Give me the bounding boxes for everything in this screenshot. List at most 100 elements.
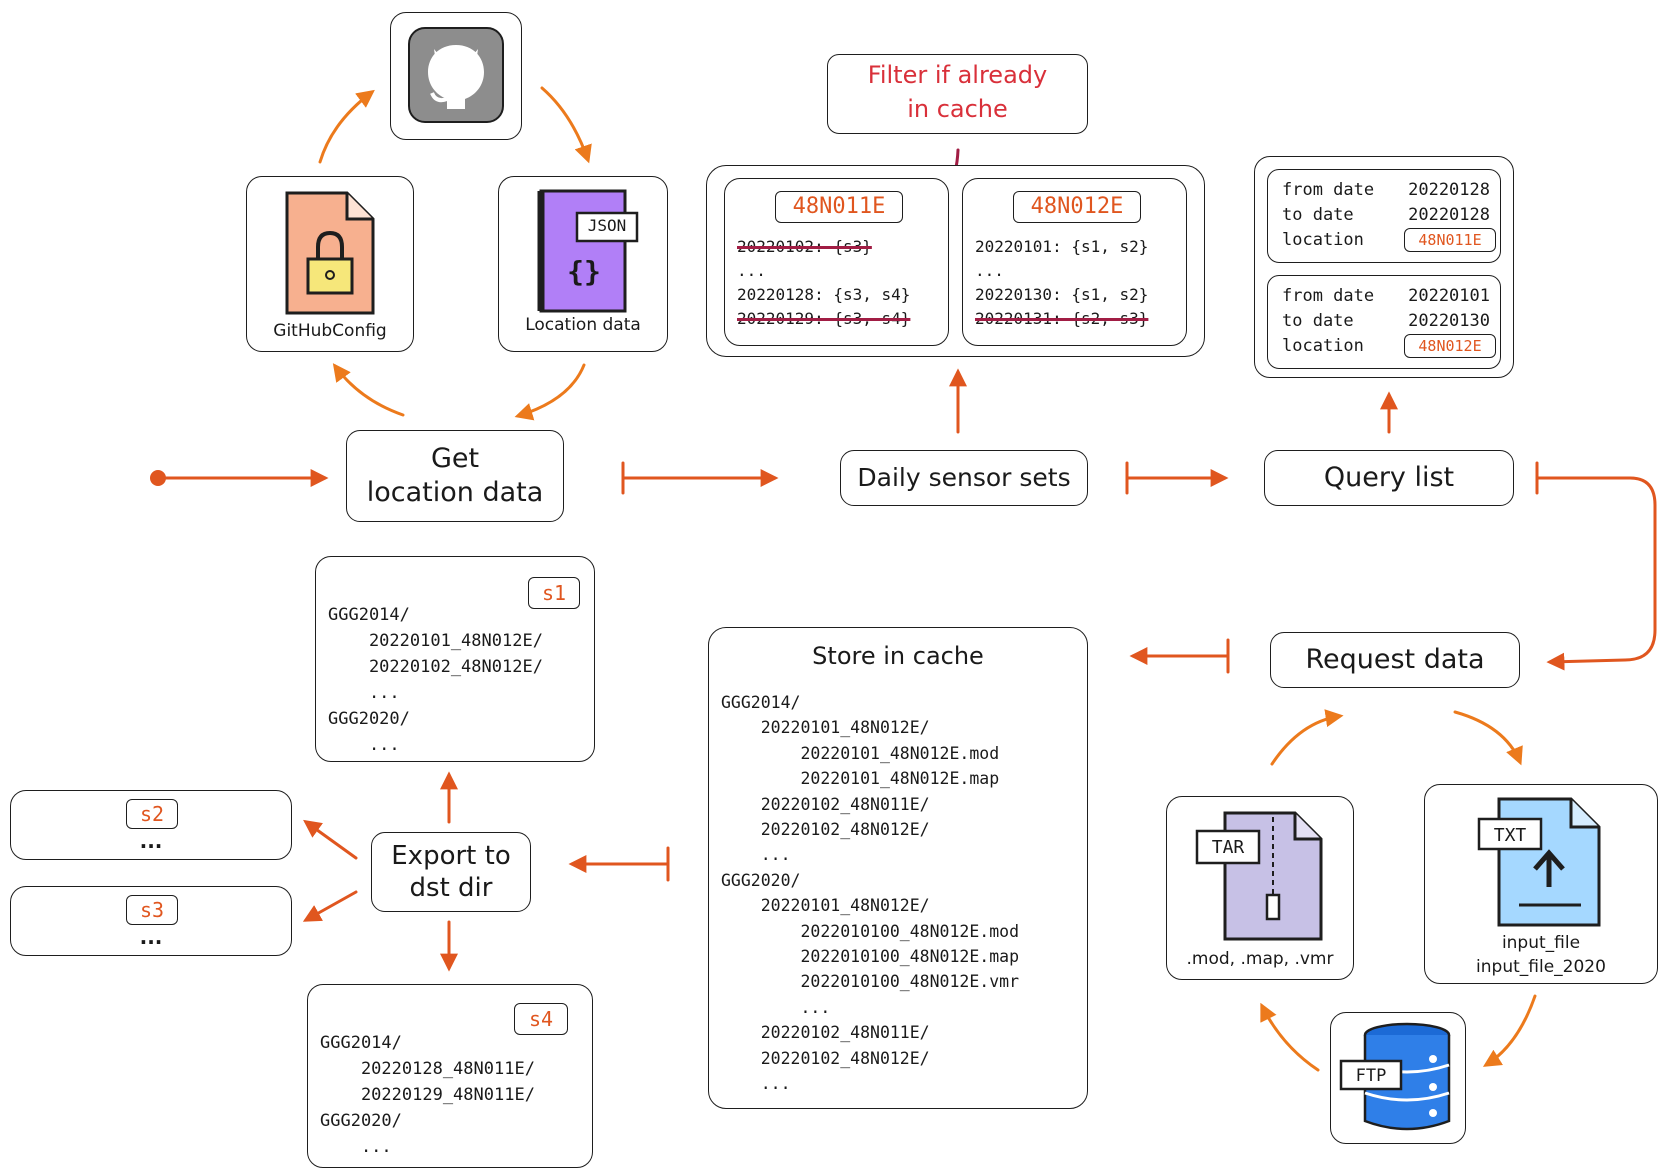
query-from-row: from date 20220128 xyxy=(1282,180,1490,204)
get-location-line-2: location data xyxy=(366,477,544,508)
location-data-label: Location data xyxy=(525,315,641,335)
query-to-value: 20220128 xyxy=(1408,205,1490,225)
sensor-set-line: 20220131: {s2, s3} xyxy=(975,309,1149,328)
query-card: from date 20220101 to date 20220130 loca… xyxy=(1267,275,1501,369)
query-location-tag: 48N011E xyxy=(1404,228,1496,252)
cache-tree-line: ... xyxy=(721,845,791,865)
cache-tree-line: 2022010100_48N012E.mod xyxy=(721,921,1020,941)
query-from-value: 20220128 xyxy=(1408,180,1490,200)
query-to-value: 20220130 xyxy=(1408,311,1490,331)
store-in-cache-title: Store in cache xyxy=(812,642,984,670)
cache-tree-line: 20220102_48N012E/ xyxy=(721,820,930,840)
export-s1-box: s1 GGG2014/ 20220101_48N012E/ 20220102_4… xyxy=(315,556,595,762)
export-s1-line: GGG2020/ xyxy=(328,709,410,729)
query-location-label: location xyxy=(1282,230,1364,250)
daily-sensor-sets-label: Daily sensor sets xyxy=(857,463,1071,492)
cache-tree-line: 20220101_48N012E.map xyxy=(721,769,1000,789)
github-config-box: GitHubConfig xyxy=(246,176,414,352)
sensor-set-line: ... xyxy=(737,261,766,280)
query-location-label: location xyxy=(1282,336,1364,356)
github-config-label: GitHubConfig xyxy=(273,321,387,341)
query-from-row: from date 20220101 xyxy=(1282,286,1490,310)
sensor-set-line: ... xyxy=(975,261,1004,280)
daily-sensor-sets-step: Daily sensor sets xyxy=(840,450,1088,506)
sensor-set-line: 20220129: {s3, s4} xyxy=(737,309,911,328)
loop-config-to-github xyxy=(318,89,375,164)
export-s1-line: 20220101_48N012E/ xyxy=(328,631,543,651)
export-s1-line: 20220102_48N012E/ xyxy=(328,657,543,677)
query-card: from date 20220128 to date 20220128 loca… xyxy=(1267,169,1501,263)
loop-github-to-json xyxy=(540,86,592,164)
github-icon xyxy=(408,27,504,123)
export-s4-tag: s4 xyxy=(514,1003,568,1035)
cache-tree-line: 2022010100_48N012E.map xyxy=(721,947,1020,967)
export-s3-tag: s3 xyxy=(126,895,178,925)
cache-tree-line: 2022010100_48N012E.vmr xyxy=(721,972,1020,992)
zip-file-icon xyxy=(1195,811,1323,941)
export-s4-line: 20220128_48N011E/ xyxy=(320,1059,535,1079)
cache-tree-line: 20220101_48N012E/ xyxy=(721,896,930,916)
sensor-set-line: 20220102: {s3} xyxy=(737,237,872,256)
cache-tree-line: 20220102_48N012E/ xyxy=(721,1048,930,1068)
arrow-export-to-s3 xyxy=(302,890,358,922)
export-line-2: dst dir xyxy=(409,873,493,903)
export-s4-line: GGG2014/ xyxy=(320,1033,402,1053)
export-s2-dots: ... xyxy=(139,829,163,853)
cache-tree-line: ... xyxy=(721,997,831,1017)
start-dot xyxy=(150,470,166,486)
ftp-box: FTP xyxy=(1330,1012,1466,1144)
query-list-step: Query list xyxy=(1264,450,1514,506)
export-step: Export to dst dir xyxy=(371,832,531,912)
github-box xyxy=(390,12,522,140)
filter-note-line-2: in cache xyxy=(907,95,1008,123)
lock-file-icon xyxy=(285,191,375,315)
cache-tree-line: GGG2014/ xyxy=(721,693,801,712)
query-list-label: Query list xyxy=(1323,462,1455,493)
export-s4-line: ... xyxy=(320,1137,392,1157)
export-line-1: Export to xyxy=(391,841,511,871)
loop-tar-to-request xyxy=(1270,709,1344,766)
tar-file-box: TAR .mod, .map, .vmr xyxy=(1166,796,1354,980)
cache-tree-line: 20220101_48N012E/ xyxy=(721,718,930,738)
get-location-step: Get location data xyxy=(346,430,564,522)
loop-get-to-config xyxy=(332,363,405,417)
cache-tree-line: 20220102_48N011E/ xyxy=(721,1023,930,1043)
export-s2-tag: s2 xyxy=(126,799,178,829)
query-to-label: to date xyxy=(1282,311,1354,331)
request-data-step: Request data xyxy=(1270,632,1520,688)
cache-tree-line: GGG2020/ xyxy=(721,870,801,890)
sensor-set-line: 20220128: {s3, s4} xyxy=(737,285,911,304)
export-s1-line: ... xyxy=(328,683,400,703)
loop-txt-to-ftp xyxy=(1482,994,1537,1067)
query-list-box: from date 20220128 to date 20220128 loca… xyxy=(1254,156,1514,378)
query-location-row: location xyxy=(1282,230,1490,254)
arrow-query-to-request xyxy=(1535,476,1657,671)
txt-file-box: TXT input_file input_file_2020 xyxy=(1424,784,1658,984)
txt-label-2: input_file_2020 xyxy=(1476,957,1606,977)
tar-label: .mod, .map, .vmr xyxy=(1186,949,1334,969)
sensor-set-line: 20220130: {s1, s2} xyxy=(975,285,1149,304)
ftp-badge: FTP xyxy=(1355,1066,1387,1086)
sensor-set-card: 48N011E 20220102: {s3} ... 20220128: {s3… xyxy=(724,178,949,346)
export-s1-line: GGG2014/ xyxy=(328,605,410,625)
json-glyph: {} xyxy=(567,255,601,288)
sensor-set-card: 48N012E 20220101: {s1, s2} ... 20220130:… xyxy=(962,178,1187,346)
loop-request-to-txt xyxy=(1453,710,1523,766)
filter-note: Filter if already in cache xyxy=(827,54,1088,134)
txt-badge: TXT xyxy=(1493,825,1527,846)
query-to-row: to date 20220130 xyxy=(1282,311,1490,335)
sensor-set-line: 20220101: {s1, s2} xyxy=(975,237,1149,256)
loop-ftp-to-tar xyxy=(1260,1002,1320,1072)
sensor-sets-box: 48N011E 20220102: {s3} ... 20220128: {s3… xyxy=(706,165,1205,357)
query-location-tag: 48N012E xyxy=(1404,334,1496,358)
json-badge: JSON xyxy=(587,216,627,235)
export-s1-line: ... xyxy=(328,735,400,755)
sensor-set-location-tag: 48N011E xyxy=(775,191,903,223)
query-from-label: from date xyxy=(1282,180,1375,200)
loop-get-to-json xyxy=(514,363,586,421)
query-from-value: 20220101 xyxy=(1408,286,1490,306)
arrow-export-to-s2 xyxy=(303,819,358,860)
cache-tree-line: 20220102_48N011E/ xyxy=(721,794,930,814)
filter-note-line-1: Filter if already xyxy=(867,61,1048,89)
